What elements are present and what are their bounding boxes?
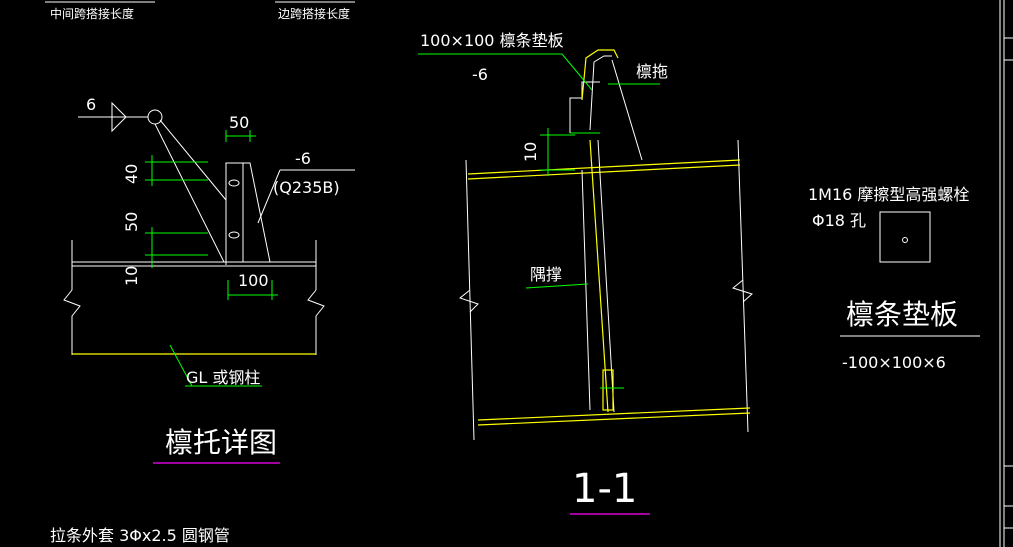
brace-label: 隅撑 (530, 265, 562, 284)
section-break-right (731, 279, 753, 303)
purlin-detail-title: 檩托详图 (165, 426, 277, 459)
weld-triangle-icon (111, 101, 127, 133)
top-right-label: 边跨搭接长度 (278, 6, 350, 21)
weld-all-around-icon (147, 109, 163, 125)
sec-dim-10: 10 (521, 142, 540, 162)
section-1-1: 100×100 檩条垫板 -6 檩拖 10 隅撑 1-1 (418, 31, 753, 515)
brace-line-b (589, 139, 609, 413)
purlin-cap (581, 49, 619, 101)
pad-plate-title: 檩条垫板 (846, 298, 958, 331)
pad-plate: 1M16 摩擦型高强螺栓 Φ18 孔 檩条垫板 -100×100×6 (808, 185, 980, 372)
pad-thickness: -6 (472, 65, 488, 84)
cleat-plate (225, 162, 271, 265)
weld-size: 6 (86, 95, 96, 114)
purlin-support-label: 檩拖 (636, 62, 668, 81)
title-block-edge (999, 0, 1013, 547)
section-title: 1-1 (572, 466, 637, 512)
pad-label: 100×100 檩条垫板 (420, 31, 564, 50)
bolt-hole-top-icon (228, 179, 240, 187)
pad-label-leader (561, 53, 593, 91)
bolt-label: 1M16 摩擦型高强螺栓 (808, 185, 969, 204)
section-top-flange (467, 159, 741, 175)
bottom-label: 拉条外套 3Φx2.5 圆钢管 (50, 526, 230, 545)
bolt-hole-bottom-icon (228, 231, 240, 239)
dim-50-side: 50 (122, 212, 141, 232)
brace-line-c (597, 139, 615, 413)
section-bottom-flange-2 (477, 412, 751, 426)
pad-plate-size: -100×100×6 (842, 353, 946, 372)
section-left-edge (465, 159, 475, 441)
beam-break-right (307, 289, 325, 355)
section-right-edge (737, 139, 749, 433)
beam-label-leader (169, 344, 193, 387)
dim-100: 100 (238, 271, 269, 290)
plate-leader-line (257, 169, 281, 224)
top-left-label: 中间跨搭接长度 (50, 6, 134, 21)
section-break-left (458, 289, 479, 313)
purlin-support-outline (569, 81, 600, 133)
purlin-cap-inner (589, 55, 612, 131)
dim-40: 40 (122, 164, 141, 184)
bolt-hole-icon (902, 237, 908, 243)
beam-label: GL 或钢柱 (186, 368, 260, 387)
plate-material-label: (Q235B) (273, 178, 340, 197)
section-bottom-flange (477, 407, 751, 421)
section-top-flange-2 (467, 164, 741, 180)
dim-10: 10 (122, 266, 141, 286)
brace-line-a (581, 169, 591, 411)
weld-pointer-line (154, 123, 225, 263)
purlin-support-diagonal (611, 59, 643, 161)
beam-break-left (63, 289, 81, 355)
plate-thickness-label: -6 (295, 149, 311, 168)
pad-plate-square (879, 211, 931, 263)
purlin-detail: 6 -6 (Q235B) 50 40 50 10 (63, 95, 355, 464)
brace-end-plate (602, 369, 614, 411)
dim-50-top: 50 (229, 113, 249, 132)
weld-pointer-line-2 (159, 119, 227, 201)
brace-label-shelf (525, 283, 589, 289)
hole-label: Φ18 孔 (812, 211, 866, 230)
